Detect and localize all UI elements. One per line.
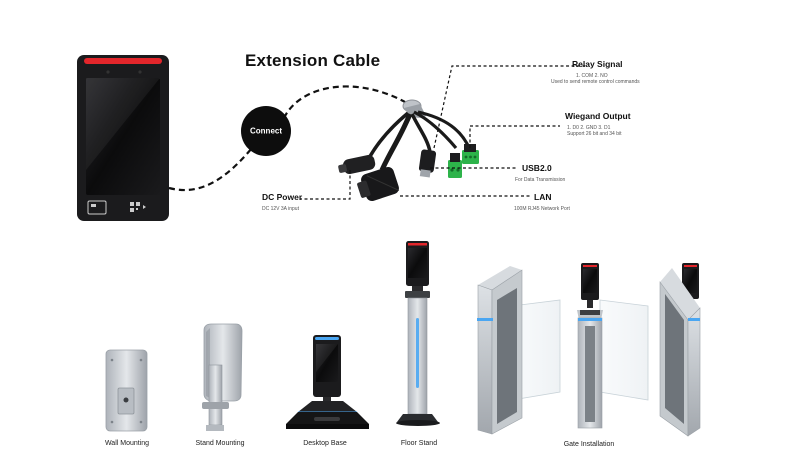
dc-power-note: DC 12V 3A input: [262, 206, 299, 212]
gate-installation-illustration: [477, 263, 701, 437]
caption-gate-installation: Gate Installation: [563, 441, 615, 448]
wiegand-leader: [469, 125, 560, 148]
relay-terminal-block: [448, 160, 462, 178]
card-icon: [87, 200, 107, 215]
connect-badge: [241, 106, 291, 156]
caption-stand-mounting: Stand Mounting: [195, 440, 245, 447]
lan-label: LAN: [534, 192, 552, 202]
relay-signal-note: Used to send remote control commands: [551, 79, 640, 85]
usb-note: For Data Transmission: [515, 177, 566, 183]
caption-floor-stand: Floor Stand: [400, 440, 438, 447]
connect-line-right: [283, 85, 406, 119]
callout-lines: [300, 65, 585, 200]
usb-label: USB2.0: [522, 163, 552, 173]
caption-desktop-base: Desktop Base: [303, 440, 347, 447]
desktop-base-illustration: [286, 335, 369, 429]
blue-indicator-strip: [315, 337, 339, 340]
wiegand-output-label: Wiegand Output: [565, 111, 631, 121]
dc-leader: [300, 170, 351, 200]
connect-label: Connect: [250, 126, 282, 136]
red-indicator-strip: [84, 58, 162, 64]
connect-line-left: [168, 147, 253, 192]
extension-cable-harness: [338, 99, 479, 202]
relay-signal-pins: 1. COM 2. NO: [576, 73, 608, 79]
device-screen: [86, 78, 160, 195]
wiegand-output-note: Support 26 bit and 34 bit: [567, 131, 622, 137]
lan-note: 100M RJ45 Network Port: [514, 206, 570, 212]
wiegand-output-pins: 1. D0 2. GND 3. D1: [567, 125, 611, 131]
blue-light-bar: [416, 318, 419, 388]
face-terminal-device: [77, 55, 169, 221]
relay-leader: [433, 65, 585, 149]
caption-wall-mounting: Wall Mounting: [104, 440, 150, 447]
stand-mount-illustration: [202, 323, 243, 431]
floor-stand-illustration: [396, 241, 440, 426]
qr-code-icon: [130, 202, 146, 212]
wall-mount-illustration: [105, 349, 148, 432]
diagram-title: Extension Cable: [245, 51, 381, 70]
dc-power-label: DC Power: [262, 192, 303, 202]
relay-signal-label: Relay Signal: [572, 59, 623, 69]
